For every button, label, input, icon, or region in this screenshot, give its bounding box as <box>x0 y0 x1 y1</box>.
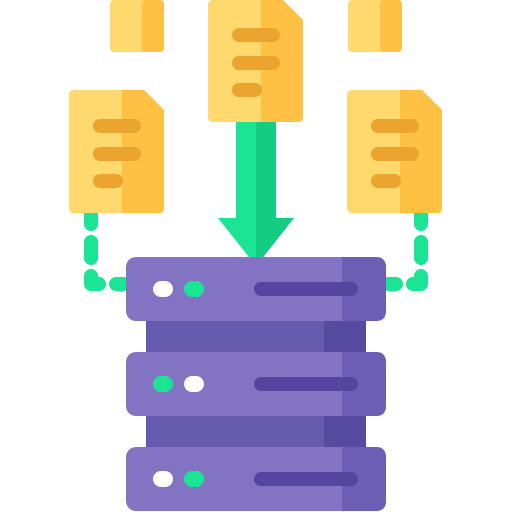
arrow-down-icon <box>218 112 294 266</box>
status-led-white <box>153 471 173 487</box>
document-icon <box>348 0 402 52</box>
status-led-green <box>184 281 204 297</box>
document-icon <box>110 0 164 52</box>
server-unit <box>126 447 386 511</box>
server-unit <box>126 352 386 416</box>
status-led-green <box>153 376 173 392</box>
server-unit <box>126 257 386 321</box>
status-led-white <box>153 281 173 297</box>
document-icon <box>347 90 442 213</box>
connector-line-left <box>84 207 131 291</box>
document-icon <box>69 90 164 213</box>
status-led-white <box>184 376 204 392</box>
connector-line-right <box>381 207 428 291</box>
status-led-green <box>184 471 204 487</box>
document-icon <box>208 0 303 122</box>
